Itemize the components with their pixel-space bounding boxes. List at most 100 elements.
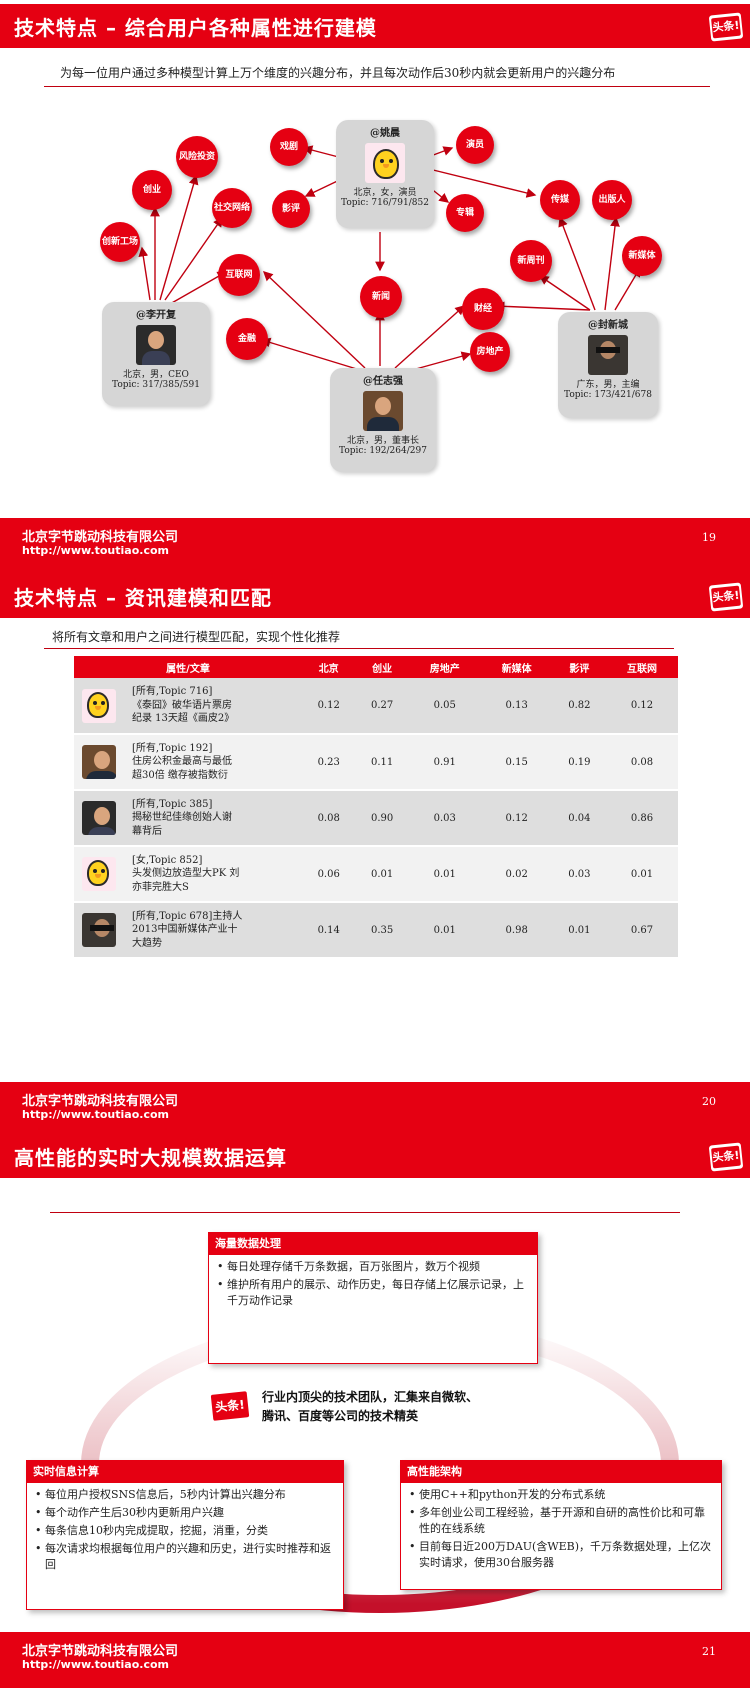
score-cell: 0.91 (408, 734, 481, 791)
table-row: [女,Topic 852]头发侧边放造型大PK 刘亦菲完胜大S 0.06 0.0… (74, 846, 678, 903)
page-number: 21 (702, 1645, 716, 1658)
node-news: 新闻 (360, 276, 402, 318)
user-card-likaifu: @李开复 北京，男，CEO Topic: 317/385/591 (102, 302, 210, 406)
node-actor: 演员 (456, 126, 494, 164)
column-header: 互联网 (606, 656, 678, 678)
footer-url: http://www.toutiao.com (22, 1108, 169, 1121)
user-topic: Topic: 317/385/591 (112, 380, 200, 390)
toutiao-logo-center: 头条! (208, 1387, 252, 1425)
column-header: 属性/文章 (74, 656, 302, 678)
chick-avatar-icon (82, 857, 116, 891)
page-number: 20 (702, 1095, 716, 1108)
score-cell: 0.15 (480, 734, 553, 791)
score-cell: 0.01 (606, 846, 678, 903)
node-new-media: 新媒体 (622, 236, 662, 276)
box-heading: 实时信息计算 (27, 1461, 343, 1483)
node-finance-econ: 财经 (462, 288, 504, 330)
node-new-weekly: 新周刊 (510, 240, 552, 282)
score-cell: 0.08 (606, 734, 678, 791)
node-finance: 金融 (226, 318, 268, 360)
score-cell: 0.90 (355, 790, 409, 847)
score-cell: 0.01 (408, 902, 481, 959)
score-cell: 0.19 (552, 734, 607, 791)
chick-avatar-icon (82, 688, 116, 723)
portrait-avatar-icon (363, 391, 403, 431)
score-cell: 0.06 (302, 846, 356, 903)
footer-bar: 北京字节跳动科技有限公司 http://www.toutiao.com 21 (0, 1632, 750, 1688)
score-cell: 0.02 (480, 846, 553, 903)
node-real-estate: 房地产 (470, 332, 510, 372)
slide-subtitle: 为每一位用户通过多种模型计算上万个维度的兴趣分布，并且每次动作后30秒内就会更新… (60, 66, 616, 80)
article-cell: [所有,Topic 192]住房公积金最高与最低超30倍 缴存被指数衍 (74, 734, 302, 791)
score-cell: 0.14 (302, 902, 356, 959)
score-cell: 0.12 (480, 790, 553, 847)
score-cell: 0.35 (355, 902, 409, 959)
slide-subtitle: 将所有文章和用户之间进行模型匹配，实现个性化推荐 (52, 630, 341, 644)
footer-bar: 北京字节跳动科技有限公司 http://www.toutiao.com 20 (0, 1082, 750, 1134)
slide-21: 高性能的实时大规模数据运算 头条! 海量数据处理 每日处理存储千万条数据，百万张… (0, 1134, 750, 1688)
node-social-network: 社交网络 (212, 188, 252, 228)
node-album: 专辑 (446, 194, 484, 232)
score-cell: 0.12 (606, 678, 678, 735)
user-name: @封新城 (588, 320, 628, 331)
score-cell: 0.01 (355, 846, 409, 903)
title-bar: 技术特点 – 综合用户各种属性进行建模 头条! (0, 4, 750, 48)
user-info: 广东，男，主编 (576, 380, 640, 390)
portrait-avatar-icon (136, 325, 176, 365)
user-name: @李开复 (136, 310, 176, 321)
score-cell: 0.67 (606, 902, 678, 959)
score-cell: 0.04 (552, 790, 607, 847)
article-cell: [所有,Topic 385]揭秘世纪佳缘创始人谢幕背后 (74, 790, 302, 847)
score-cell: 0.03 (408, 790, 481, 847)
list-item: 目前每日近200万DAU(含WEB)，千万条数据处理，上亿次实时请求，使用30台… (409, 1539, 713, 1571)
slide-title: 技术特点 – 资讯建模和匹配 (14, 586, 272, 610)
node-film-review: 影评 (272, 190, 310, 228)
score-cell: 0.86 (606, 790, 678, 847)
box-heading: 海量数据处理 (209, 1233, 537, 1255)
user-name: @姚晨 (370, 128, 400, 139)
score-cell: 0.98 (480, 902, 553, 959)
score-cell: 0.11 (355, 734, 409, 791)
slide-19: 技术特点 – 综合用户各种属性进行建模 头条! 为每一位用户通过多种模型计算上万… (0, 0, 750, 574)
node-publisher: 出版人 (592, 180, 632, 220)
node-internet: 互联网 (218, 254, 260, 296)
footer-url: http://www.toutiao.com (22, 1658, 169, 1671)
score-cell: 0.12 (302, 678, 356, 735)
table-header-row: 属性/文章 北京 创业 房地产 新媒体 影评 互联网 (74, 656, 678, 678)
score-cell: 0.23 (302, 734, 356, 791)
box-high-perf-architecture: 高性能架构 使用C++和python开发的分布式系统 多年创业公司工程经验，基于… (400, 1460, 722, 1590)
toutiao-logo: 头条! (708, 582, 744, 612)
node-startup: 创业 (132, 170, 172, 210)
footer-company: 北京字节跳动科技有限公司 (22, 1094, 179, 1109)
list-item: 每位用户授权SNS信息后，5秒内计算出兴趣分布 (35, 1487, 335, 1503)
slide-title: 技术特点 – 综合用户各种属性进行建模 (14, 16, 377, 40)
list-item: 使用C++和python开发的分布式系统 (409, 1487, 713, 1503)
node-venture-capital: 风险投资 (176, 136, 218, 178)
article-topic-table: 属性/文章 北京 创业 房地产 新媒体 影评 互联网 [所有,Topic 716… (74, 656, 678, 959)
score-cell: 0.27 (355, 678, 409, 735)
user-topic: Topic: 192/264/297 (339, 446, 427, 456)
column-header: 北京 (302, 656, 356, 678)
node-drama: 戏剧 (270, 128, 308, 166)
chick-avatar-icon (365, 143, 405, 183)
portrait-avatar-icon (82, 913, 116, 947)
list-item: 每次请求均根据每位用户的兴趣和历史，进行实时推荐和返回 (35, 1541, 335, 1573)
score-cell: 0.05 (408, 678, 481, 735)
score-cell: 0.13 (480, 678, 553, 735)
divider (50, 1212, 680, 1213)
table-row: [所有,Topic 716]《泰囧》破华语片票房纪录 13天超《画皮2》 0.1… (74, 678, 678, 735)
team-statement: 行业内顶尖的技术团队，汇集来自微软、 腾讯、百度等公司的技术精英 (262, 1390, 479, 1424)
article-cell: [女,Topic 852]头发侧边放造型大PK 刘亦菲完胜大S (74, 846, 302, 903)
column-header: 创业 (355, 656, 409, 678)
portrait-avatar-icon (82, 745, 116, 779)
footer-company: 北京字节跳动科技有限公司 (22, 530, 179, 545)
score-cell: 0.08 (302, 790, 356, 847)
user-name: @任志强 (363, 376, 403, 387)
table-row: [所有,Topic 385]揭秘世纪佳缘创始人谢幕背后 0.08 0.90 0.… (74, 790, 678, 847)
user-info: 北京，男，董事长 (346, 436, 419, 446)
list-item: 每日处理存储千万条数据，百万张图片，数万个视频 (217, 1259, 529, 1275)
node-media: 传媒 (540, 180, 580, 220)
score-cell: 0.03 (552, 846, 607, 903)
user-card-yaochen: @姚晨 北京，女，演员 Topic: 716/791/852 (336, 120, 434, 228)
